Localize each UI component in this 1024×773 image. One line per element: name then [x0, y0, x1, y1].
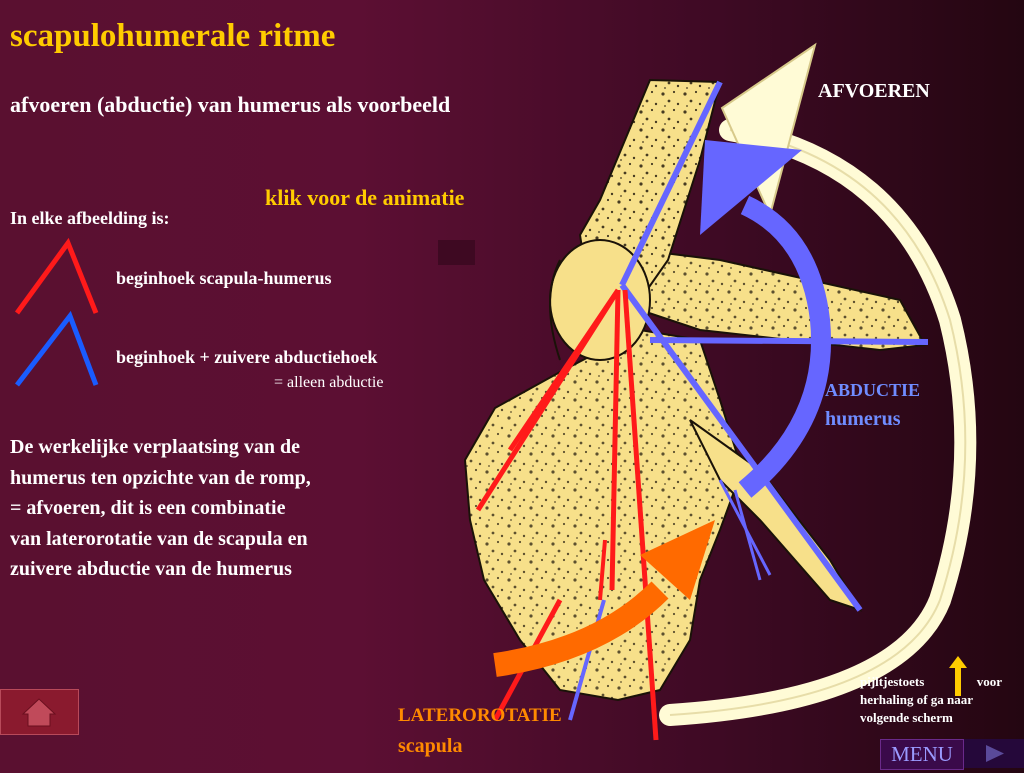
paragraph-line: humerus ten opzichte van de romp, [10, 466, 311, 489]
up-arrow-icon [949, 656, 967, 696]
animation-trigger[interactable] [438, 240, 475, 265]
page-title: scapulohumerale ritme [10, 18, 336, 54]
home-button[interactable] [0, 689, 79, 735]
hint-text-rest: herhaling of ga naar volgende scherm [860, 692, 973, 725]
legend-red-label: beginhoek scapula-humerus [116, 268, 332, 288]
menu-button[interactable]: MENU [880, 739, 964, 770]
laterorotatie-arrow [493, 581, 669, 677]
label-laterorotatie: LATEROROTATIE [398, 705, 562, 726]
explanation-paragraph: De werkelijke verplaatsing van de humeru… [10, 432, 410, 585]
label-afvoeren: AFVOEREN [818, 80, 930, 102]
paragraph-line: van laterorotatie van de scapula en [10, 527, 308, 550]
page-subtitle: afvoeren (abductie) van humerus als voor… [10, 92, 451, 117]
paragraph-line: = afvoeren, dit is een combinatie [10, 497, 286, 519]
label-humerus: humerus [825, 408, 901, 430]
paragraph-line: zuivere abductie van de humerus [10, 558, 292, 580]
blue-angle-icon [15, 310, 99, 387]
abductie-arrowhead [700, 140, 802, 235]
paragraph-line: De werkelijke verplaatsing van de [10, 436, 300, 458]
label-abductie: ABDUCTIE [825, 380, 921, 400]
legend-blue-sublabel: = alleen abductie [274, 374, 384, 391]
animation-link[interactable]: klik voor de animatie [265, 185, 465, 210]
home-icon [21, 698, 57, 727]
red-angle-icon [14, 237, 99, 315]
play-arrow-icon [986, 745, 1004, 762]
hint-text-part2: voor [976, 674, 1002, 689]
laterorotatie-arrowhead [640, 520, 715, 600]
hint-text-part1: pijltjestoets [860, 674, 925, 689]
legend-blue-label: beginhoek + zuivere abductiehoek [116, 347, 378, 367]
next-button[interactable] [964, 739, 1024, 768]
navigation-hint: pijltjestoets voor herhaling of ga naar … [860, 673, 1020, 727]
abductie-arrow [738, 195, 831, 498]
legend-intro: In elke afbeelding is: [10, 208, 170, 228]
label-scapula: scapula [398, 735, 463, 757]
